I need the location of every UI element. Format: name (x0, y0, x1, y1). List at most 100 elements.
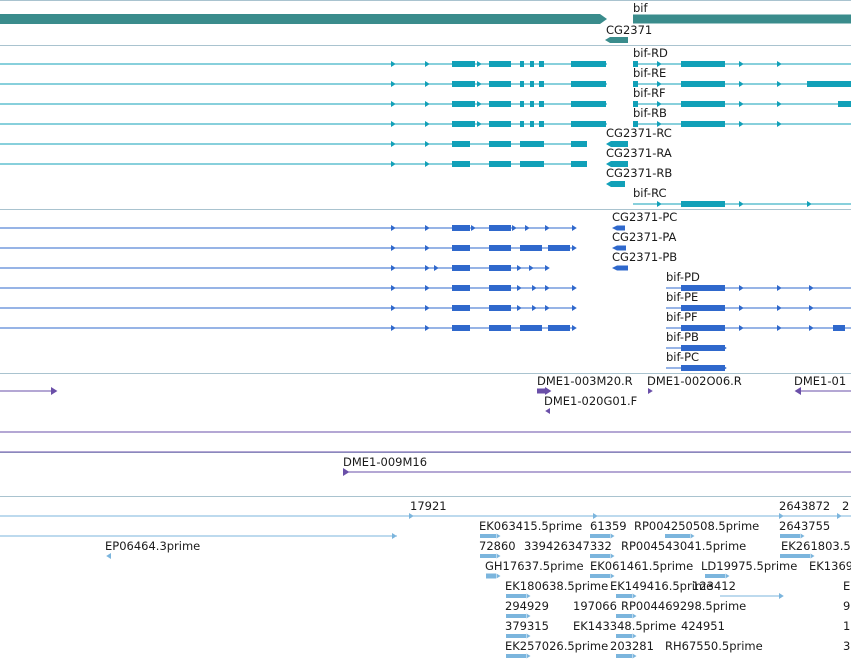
est-block[interactable] (780, 554, 810, 558)
exon-block[interactable] (606, 141, 628, 147)
exon-block[interactable] (633, 121, 638, 127)
exon-block[interactable] (489, 141, 511, 147)
est-label: EK180638.5prime (505, 579, 608, 593)
exon-block[interactable] (539, 61, 544, 67)
est-block[interactable] (616, 634, 632, 638)
exon-block[interactable] (833, 325, 845, 331)
exon-block[interactable] (612, 265, 628, 271)
exon-block[interactable] (681, 285, 725, 291)
exon-block[interactable] (539, 101, 544, 107)
exon-block[interactable] (452, 285, 470, 291)
arrow-right-icon (517, 285, 522, 291)
exon-block[interactable] (520, 101, 524, 107)
exon-block[interactable] (605, 37, 628, 43)
exon-block[interactable] (681, 101, 725, 107)
gene-bar-bif[interactable] (633, 14, 851, 24)
exon-block[interactable] (571, 81, 606, 87)
exon-block[interactable] (606, 181, 625, 187)
est-block[interactable] (506, 614, 526, 618)
exon-block[interactable] (807, 81, 851, 87)
exon-block[interactable] (681, 365, 725, 371)
est-block[interactable] (480, 534, 496, 538)
exon-block[interactable] (489, 265, 511, 271)
exon-block[interactable] (681, 61, 725, 67)
est-label: 2643755 (779, 519, 830, 533)
exon-block[interactable] (681, 201, 725, 207)
exon-block[interactable] (520, 121, 524, 127)
exon-block[interactable] (571, 121, 606, 127)
exon-block[interactable] (571, 141, 587, 147)
exon-block[interactable] (520, 325, 542, 331)
est-block[interactable] (780, 534, 800, 538)
exon-block[interactable] (571, 101, 606, 107)
est-block[interactable] (590, 574, 610, 578)
exon-block[interactable] (452, 305, 470, 311)
exon-block[interactable] (548, 325, 570, 331)
exon-block[interactable] (530, 101, 534, 107)
exon-block[interactable] (571, 61, 606, 67)
arrow-right-icon (657, 201, 662, 207)
exon-block[interactable] (452, 325, 470, 331)
exon-block[interactable] (489, 285, 511, 291)
exon-block[interactable] (452, 225, 470, 231)
arrow-right-icon (610, 573, 615, 579)
exon-block[interactable] (520, 81, 524, 87)
exon-block[interactable] (539, 81, 544, 87)
feature-label: DME1-020G01.F (544, 394, 637, 408)
exon-block[interactable] (633, 101, 638, 107)
exon-block[interactable] (681, 345, 725, 351)
exon-block[interactable] (520, 245, 542, 251)
exon-block[interactable] (612, 245, 626, 251)
exon-block[interactable] (520, 161, 544, 167)
est-block[interactable] (705, 574, 725, 578)
arrow-right-icon (466, 121, 471, 127)
arrow-right-icon (632, 613, 637, 619)
exon-block[interactable] (530, 81, 534, 87)
exon-block[interactable] (681, 121, 725, 127)
feature-label: bif-PE (666, 290, 698, 304)
est-block[interactable] (480, 554, 496, 558)
exon-block[interactable] (489, 245, 511, 251)
exon-block[interactable] (681, 305, 725, 311)
exon-block[interactable] (489, 161, 511, 167)
exon-block[interactable] (633, 61, 638, 67)
exon-block[interactable] (452, 245, 470, 251)
est-label: 3 (843, 639, 850, 653)
exon-block[interactable] (612, 225, 625, 231)
exon-block[interactable] (452, 265, 470, 271)
exon-block[interactable] (606, 161, 628, 167)
est-block[interactable] (590, 534, 610, 538)
est-block[interactable] (616, 614, 632, 618)
exon-block[interactable] (452, 161, 470, 167)
exon-block[interactable] (489, 305, 511, 311)
est-block[interactable] (590, 554, 610, 558)
exon-block[interactable] (452, 141, 470, 147)
arrow-right-icon (545, 305, 550, 311)
exon-block[interactable] (539, 121, 544, 127)
est-block[interactable] (665, 534, 690, 538)
exon-block[interactable] (571, 161, 587, 167)
est-block[interactable] (616, 594, 632, 598)
exon-block[interactable] (530, 61, 534, 67)
arrow-right-icon (529, 265, 534, 271)
exon-block[interactable] (681, 81, 725, 87)
est-block[interactable] (486, 573, 496, 579)
exon-block[interactable] (838, 101, 851, 107)
exon-block[interactable] (520, 141, 544, 147)
gene-bar-cg2371[interactable] (0, 14, 607, 24)
est-block[interactable] (616, 654, 632, 658)
arrow-right-icon (572, 325, 577, 331)
exon-block[interactable] (548, 245, 570, 251)
est-block[interactable] (506, 654, 526, 658)
exon-block[interactable] (520, 61, 524, 67)
est-label: EK063415.5prime (479, 519, 582, 533)
exon-block[interactable] (489, 325, 511, 331)
exon-block[interactable] (633, 81, 638, 87)
feature-label: bif-PD (666, 270, 700, 284)
exon-block[interactable] (530, 121, 534, 127)
exon-block[interactable] (537, 388, 545, 394)
est-block[interactable] (506, 634, 526, 638)
est-block[interactable] (506, 594, 526, 598)
exon-block[interactable] (681, 325, 725, 331)
exon-block[interactable] (489, 225, 511, 231)
